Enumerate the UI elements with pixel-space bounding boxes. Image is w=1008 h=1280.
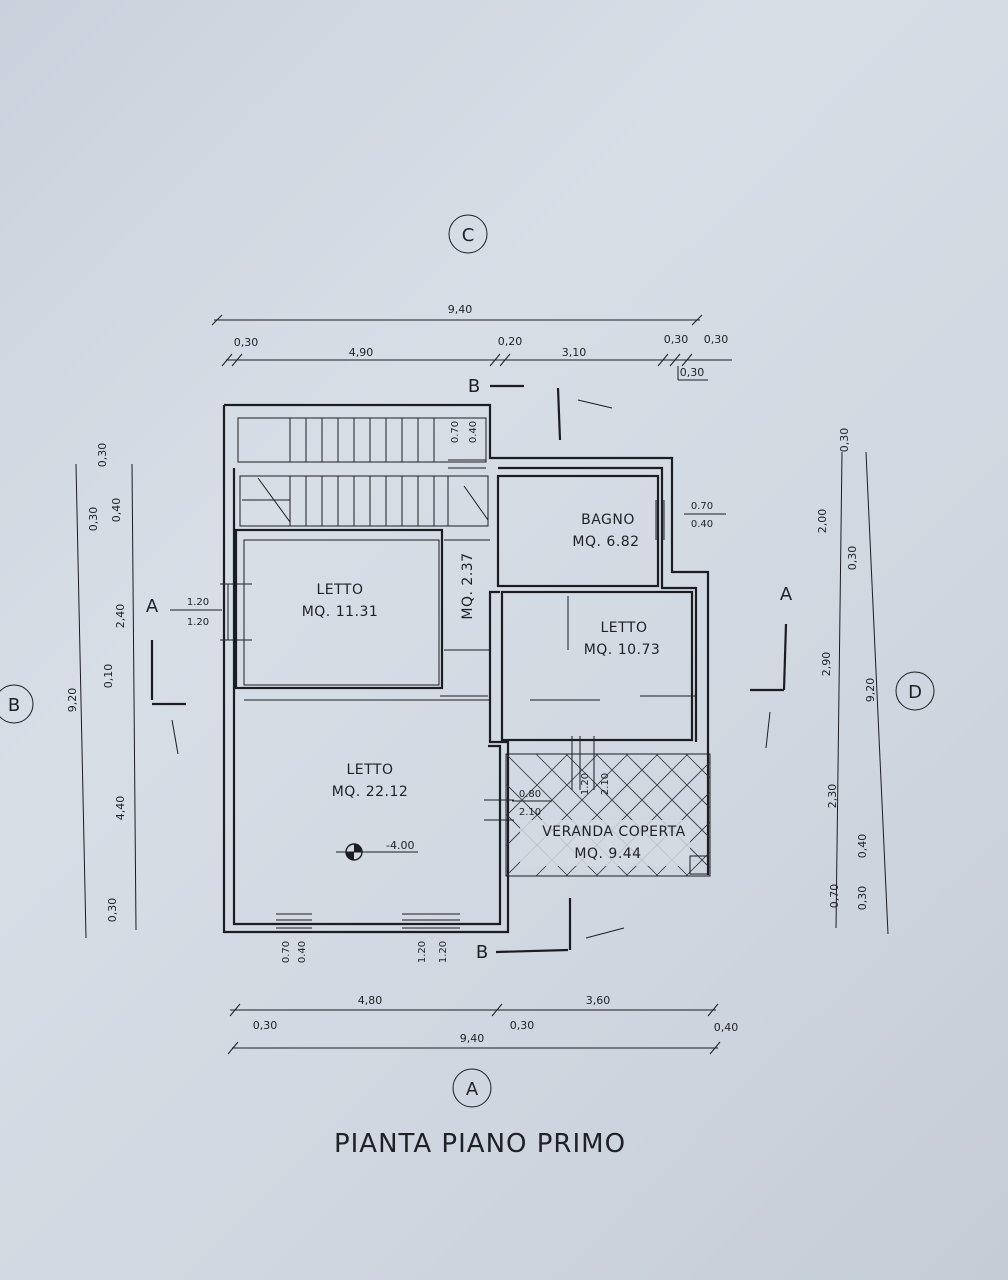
svg-text:4,90: 4,90 xyxy=(349,346,374,359)
svg-text:0,30: 0,30 xyxy=(704,333,729,346)
svg-text:BAGNO: BAGNO xyxy=(581,512,635,528)
walls xyxy=(222,403,710,934)
svg-text:A: A xyxy=(466,1079,479,1100)
svg-text:MQ. 11.31: MQ. 11.31 xyxy=(302,604,379,620)
svg-text:0.40: 0.40 xyxy=(297,941,308,963)
svg-text:0,40: 0,40 xyxy=(714,1021,739,1034)
window-bagno xyxy=(655,500,673,540)
svg-text:MQ. 9.44: MQ. 9.44 xyxy=(574,846,641,862)
svg-text:MQ. 22.12: MQ. 22.12 xyxy=(332,784,409,800)
svg-text:C: C xyxy=(462,225,475,246)
svg-text:0,40: 0,40 xyxy=(110,498,123,523)
svg-text:1.20: 1.20 xyxy=(580,773,591,795)
svg-text:B: B xyxy=(8,695,20,716)
svg-text:LETTO: LETTO xyxy=(600,620,647,636)
svg-text:0,10: 0,10 xyxy=(102,664,115,689)
svg-text:LETTO: LETTO xyxy=(316,582,363,598)
window-left xyxy=(220,583,252,641)
window-bottom-1 xyxy=(276,913,312,929)
svg-text:0,30: 0,30 xyxy=(680,366,705,379)
svg-text:D: D xyxy=(908,682,922,703)
axis-bubble-top: C xyxy=(448,214,488,254)
svg-text:4,40: 4,40 xyxy=(114,796,127,821)
bottom-dimensions: 4,80 3,60 0,30 0,30 0,40 9,40 xyxy=(227,994,739,1055)
svg-text:-4.00: -4.00 xyxy=(386,839,414,852)
svg-text:0,20: 0,20 xyxy=(498,335,523,348)
svg-text:B: B xyxy=(468,376,480,397)
svg-text:0.70: 0.70 xyxy=(691,501,713,512)
svg-text:0,30: 0,30 xyxy=(234,336,259,349)
svg-text:1.20: 1.20 xyxy=(187,597,209,608)
svg-text:VERANDA COPERTA: VERANDA COPERTA xyxy=(542,824,686,840)
svg-text:0,30: 0,30 xyxy=(664,333,689,346)
svg-text:0.40: 0.40 xyxy=(691,519,713,530)
svg-text:9,40: 9,40 xyxy=(460,1032,485,1045)
svg-text:0,30: 0,30 xyxy=(96,443,109,468)
svg-text:2,40: 2,40 xyxy=(114,604,127,629)
svg-text:LETTO: LETTO xyxy=(346,762,393,778)
veranda-hatch xyxy=(505,753,711,877)
svg-text:MQ. 10.73: MQ. 10.73 xyxy=(584,642,661,658)
windows xyxy=(220,500,673,929)
axis-bubble-right: D xyxy=(895,671,935,711)
svg-text:MQ. 2.37: MQ. 2.37 xyxy=(460,552,476,619)
svg-text:1.20: 1.20 xyxy=(417,941,428,963)
svg-text:0,70: 0,70 xyxy=(828,884,841,909)
svg-text:0.70: 0.70 xyxy=(281,941,292,963)
svg-text:0,30: 0,30 xyxy=(106,898,119,923)
svg-text:0,30: 0,30 xyxy=(510,1019,535,1032)
svg-text:A: A xyxy=(146,596,159,617)
svg-text:3,10: 3,10 xyxy=(562,346,587,359)
room-letto-3: LETTO MQ. 22.12 xyxy=(332,762,409,800)
room-letto-1: LETTO MQ. 11.31 xyxy=(302,582,379,620)
right-dimensions: 9,20 0,30 2,00 0,30 2,90 2,30 0,40 0,70 … xyxy=(816,428,889,935)
svg-text:A: A xyxy=(780,584,793,605)
svg-text:2,00: 2,00 xyxy=(816,509,829,534)
svg-text:9,20: 9,20 xyxy=(66,688,79,713)
window-veranda xyxy=(484,736,595,821)
svg-text:0,30: 0,30 xyxy=(856,886,869,911)
svg-text:2.10: 2.10 xyxy=(600,773,611,795)
svg-text:MQ. 6.82: MQ. 6.82 xyxy=(572,534,639,550)
svg-text:3,60: 3,60 xyxy=(586,994,611,1007)
plan-title: PIANTA PIANO PRIMO xyxy=(334,1129,626,1159)
room-veranda: VERANDA COPERTA MQ. 9.44 xyxy=(542,824,686,862)
room-corridor: MQ. 2.37 xyxy=(460,552,476,619)
svg-text:0,40: 0,40 xyxy=(856,834,869,859)
svg-text:0,30: 0,30 xyxy=(846,546,859,571)
axis-bubble-left: B xyxy=(0,684,34,724)
svg-text:1.20: 1.20 xyxy=(187,617,209,628)
window-bottom-2 xyxy=(402,913,460,929)
room-letto-2: LETTO MQ. 10.73 xyxy=(584,620,661,658)
axis-bubble-bottom: A xyxy=(452,1068,492,1108)
section-markers: A A B B xyxy=(146,376,793,963)
level-marker: -4.00 xyxy=(336,839,418,861)
svg-text:2,90: 2,90 xyxy=(820,652,833,677)
svg-text:2.10: 2.10 xyxy=(519,807,541,818)
svg-text:9,20: 9,20 xyxy=(864,678,877,703)
left-dimensions: 9,20 0,30 0,30 0,40 2,40 0,10 4,40 0,30 xyxy=(66,443,137,939)
svg-text:B: B xyxy=(476,942,488,963)
svg-text:2,30: 2,30 xyxy=(826,784,839,809)
room-bagno: BAGNO MQ. 6.82 xyxy=(572,512,639,550)
svg-text:0.40: 0.40 xyxy=(468,421,479,443)
top-dimensions: 9,40 0,30 4,90 0,20 3,10 0,30 0,30 0,30 xyxy=(211,303,732,381)
svg-text:4,80: 4,80 xyxy=(358,994,383,1007)
svg-text:0.70: 0.70 xyxy=(450,421,461,443)
svg-text:0,30: 0,30 xyxy=(253,1019,278,1032)
svg-text:1.20: 1.20 xyxy=(438,941,449,963)
opening-labels: 0.70 0.40 0.70 0.40 1.20 1.20 0.80 2.10 … xyxy=(170,421,726,963)
svg-text:0.80: 0.80 xyxy=(519,789,541,800)
svg-text:0,30: 0,30 xyxy=(87,507,100,532)
svg-text:9,40: 9,40 xyxy=(448,303,473,316)
staircase xyxy=(237,417,489,527)
svg-text:0,30: 0,30 xyxy=(838,428,851,453)
